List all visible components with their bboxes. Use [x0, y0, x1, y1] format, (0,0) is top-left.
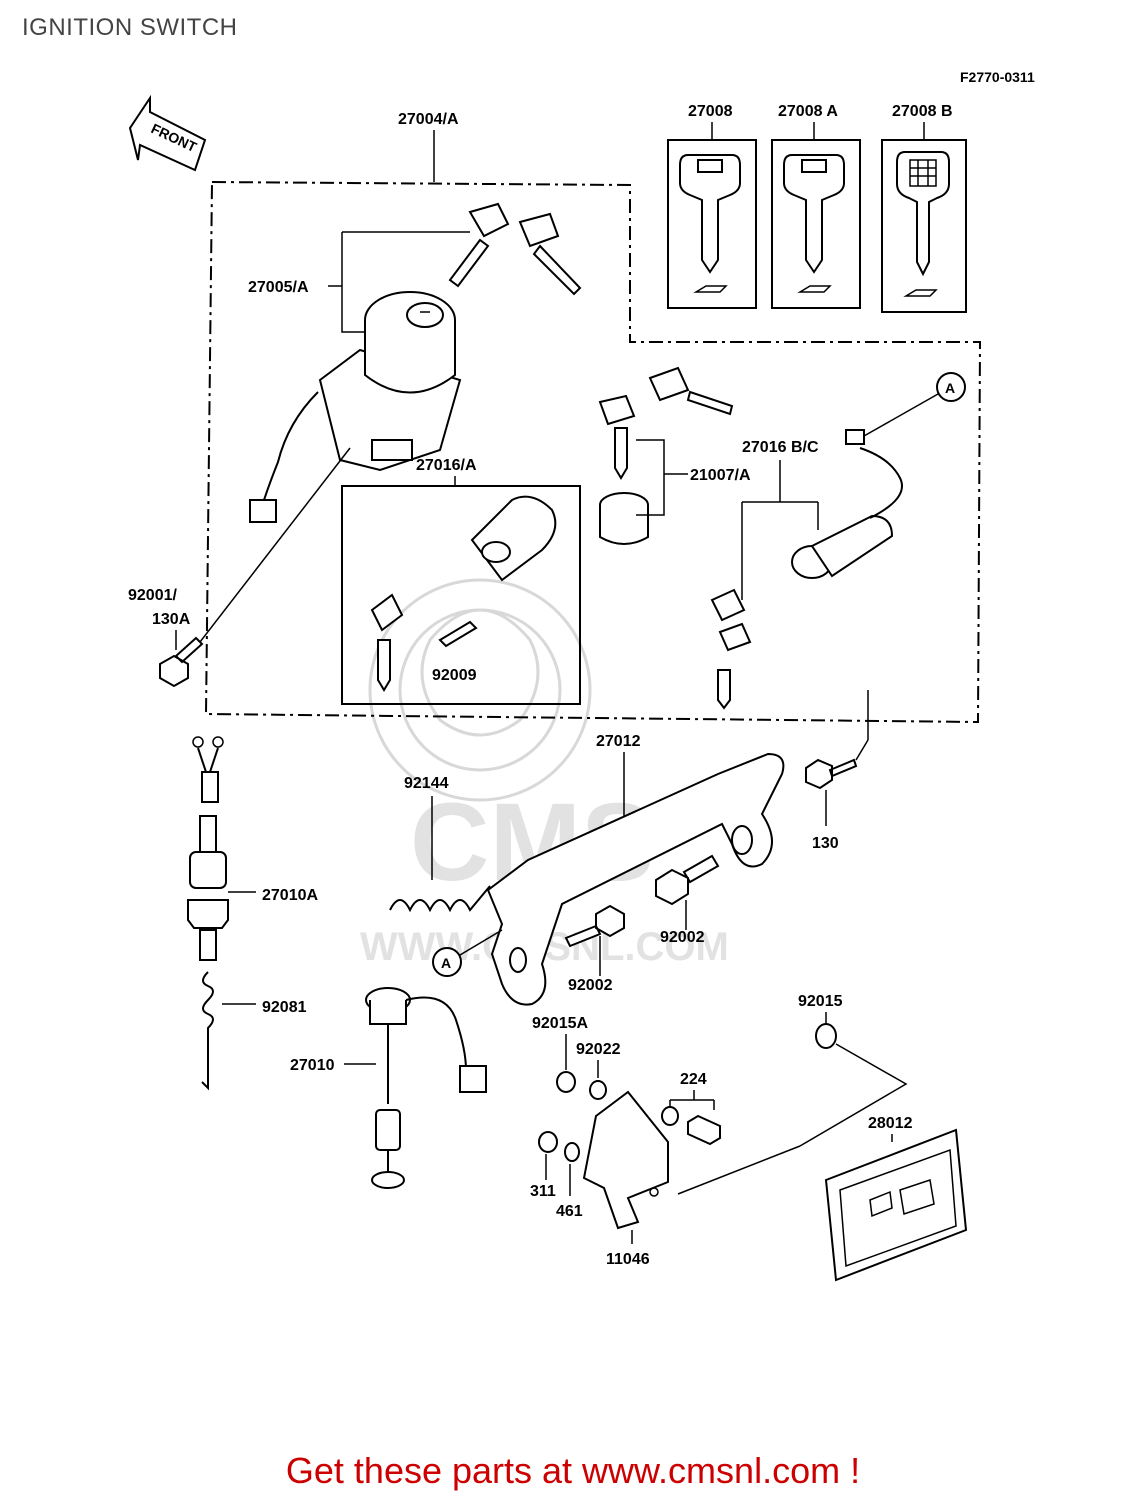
parts-diagram: CMS WWW.CMSNL.COM F2770-0311 FRONT 27004…	[128, 69, 1035, 1282]
label-311: 311	[530, 1183, 556, 1200]
label-28012: 28012	[868, 1115, 913, 1132]
svg-text:27008 B: 27008 B	[892, 103, 953, 120]
key-blank-27008b: 27008 B	[881, 103, 967, 313]
bolt-130	[805, 758, 858, 790]
bolt-92001	[159, 636, 204, 688]
spring-92144	[389, 885, 491, 913]
label-92002-lower: 92002	[568, 977, 613, 994]
nut-92015	[815, 1023, 837, 1049]
label-27016a: 27016/A	[416, 457, 477, 474]
label-130a: 130A	[152, 611, 191, 628]
callout-a-top: A	[863, 372, 966, 437]
lock-27016bc	[710, 429, 903, 710]
washer-461	[564, 1142, 580, 1162]
svg-text:27008: 27008	[688, 103, 733, 120]
label-224: 224	[680, 1071, 707, 1088]
key-blank-27008a: 27008 A	[771, 103, 861, 309]
key-blank-27008: 27008	[667, 103, 757, 309]
svg-text:A: A	[441, 955, 451, 971]
ref-code: F2770-0311	[960, 69, 1035, 85]
label-92015a: 92015A	[532, 1015, 588, 1032]
label-27004a: 27004/A	[398, 111, 459, 128]
callout-a-bottom: A	[432, 929, 503, 977]
ignition-switch-main	[249, 291, 462, 523]
box-27016a	[341, 485, 581, 705]
label-130: 130	[812, 835, 839, 852]
svg-text:27008 A: 27008 A	[778, 103, 838, 120]
washer-92022	[589, 1080, 607, 1100]
label-11046: 11046	[606, 1251, 650, 1268]
switch-27010a	[187, 736, 229, 961]
page-title: IGNITION SWITCH	[22, 14, 238, 41]
label-461: 461	[556, 1203, 583, 1220]
label-92002-upper: 92002	[660, 929, 705, 946]
assembly-boundary	[204, 180, 982, 724]
lock-21007a	[598, 366, 734, 545]
switch-27010	[365, 987, 487, 1189]
label-92144: 92144	[404, 775, 449, 792]
label-27005a: 27005/A	[248, 279, 309, 296]
bolt-92002-lower	[564, 904, 625, 948]
label-27010a: 27010A	[262, 887, 318, 904]
label-27016bc: 27016 B/C	[742, 439, 819, 456]
label-27010: 27010	[290, 1057, 335, 1074]
label-92015: 92015	[798, 993, 843, 1010]
label-92009: 92009	[432, 667, 477, 684]
bracket-11046	[582, 1090, 669, 1230]
nut-92015a	[556, 1071, 576, 1093]
label-92081: 92081	[262, 999, 307, 1016]
front-arrow-icon: FRONT	[128, 94, 207, 172]
svg-text:A: A	[945, 380, 955, 396]
nut-311	[538, 1131, 558, 1153]
bolt-224	[687, 1114, 721, 1146]
label-21007a: 21007/A	[690, 467, 751, 484]
bracket-27012	[486, 752, 785, 1006]
washer-224	[661, 1106, 679, 1126]
key-pair-27005	[448, 202, 582, 296]
lock-27016a	[370, 495, 557, 692]
bolt-92002-upper	[655, 854, 720, 906]
footer-link[interactable]: Get these parts at www.cmsnl.com !	[285, 1450, 861, 1491]
label-92022: 92022	[576, 1041, 621, 1058]
reflector-28012	[824, 1128, 968, 1282]
spring-92081	[201, 971, 214, 1091]
label-92001: 92001/	[128, 587, 177, 604]
label-27012: 27012	[596, 733, 641, 750]
